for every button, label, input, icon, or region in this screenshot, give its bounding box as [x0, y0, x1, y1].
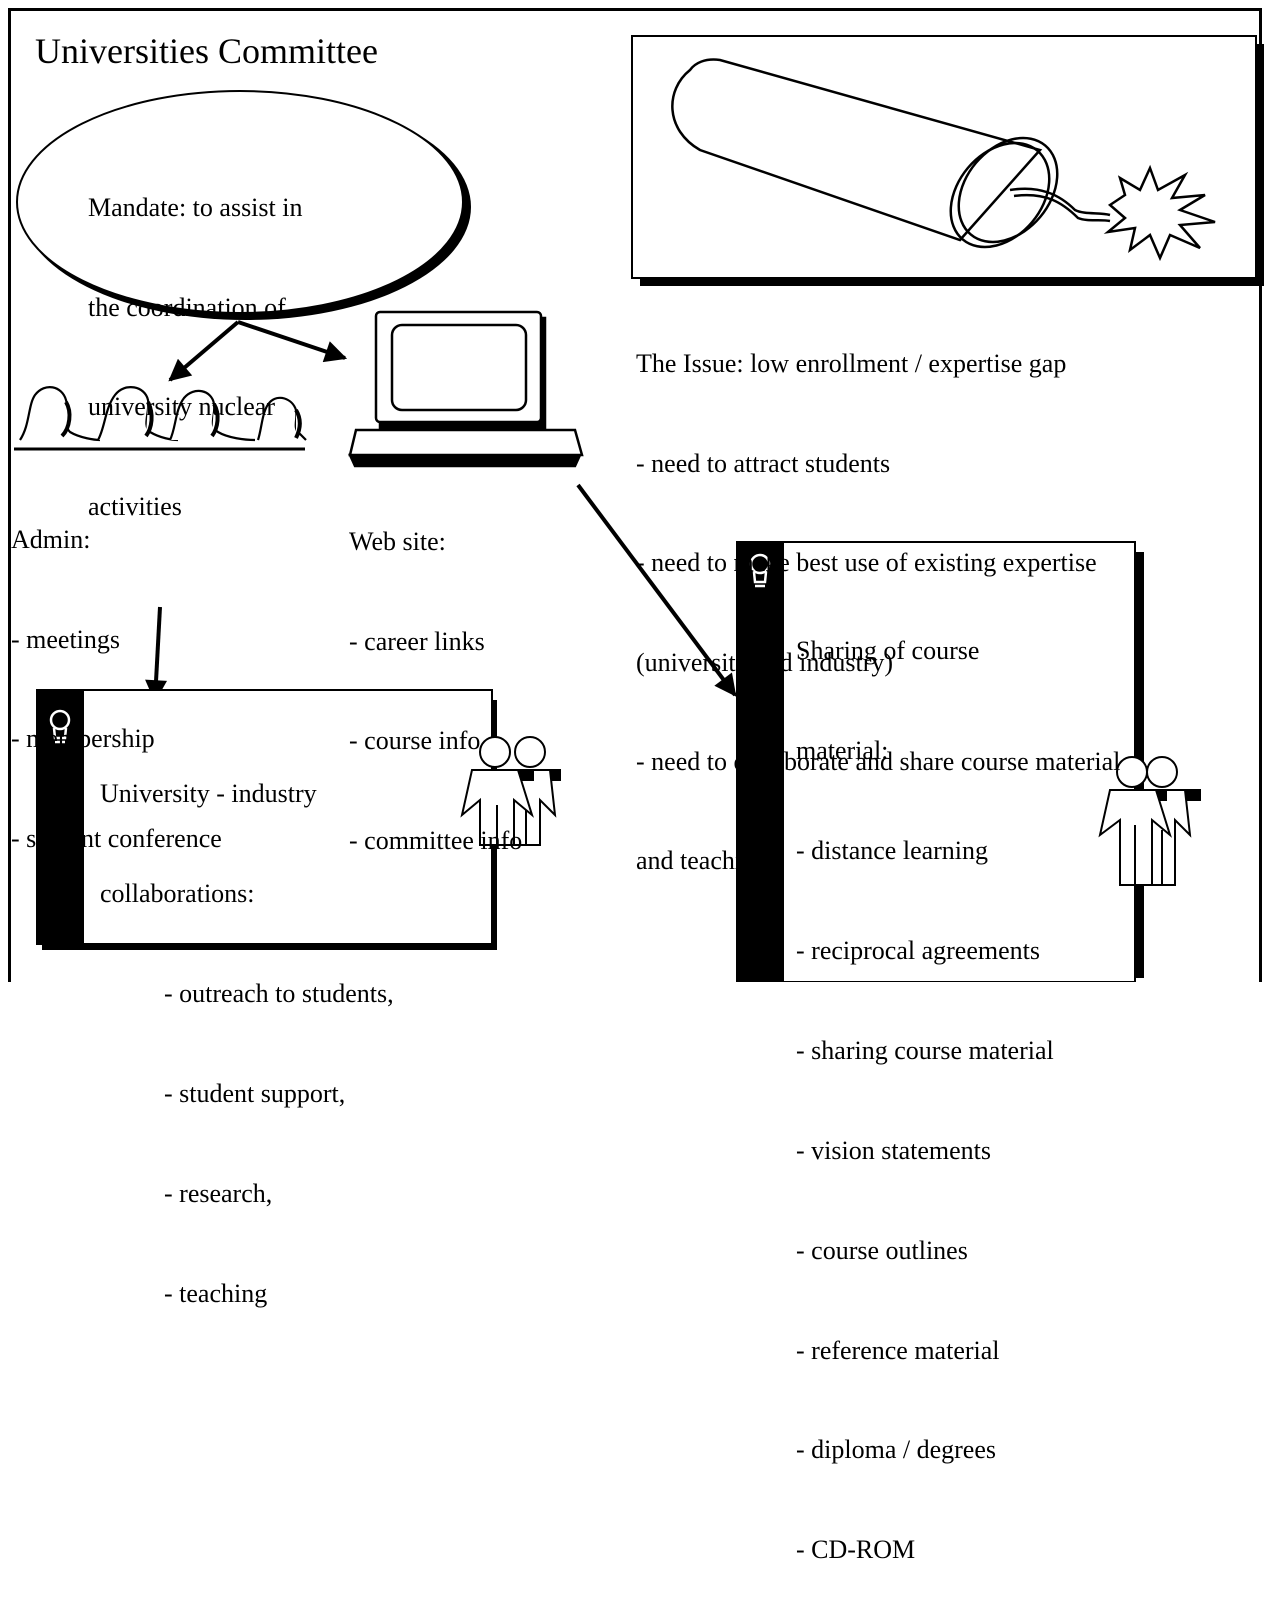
sharing-item: - vision statements	[796, 1135, 991, 1165]
website-line: - career links	[349, 626, 485, 656]
website-line: - committee info	[349, 825, 523, 855]
sharing-text: Sharing of course material: - distance l…	[796, 570, 1054, 1600]
website-line: Web site:	[349, 527, 446, 557]
mandate-ellipse	[16, 90, 471, 320]
lightbulb-icon	[749, 553, 771, 588]
issue-line: - need to attract students	[636, 448, 891, 478]
admin-line: - membership	[11, 724, 155, 754]
mandate-text: Mandate: to assist in the coordination o…	[88, 127, 302, 556]
laptop-icon	[348, 310, 584, 468]
issue-picture-box	[631, 35, 1264, 286]
two-people-icon	[460, 736, 561, 846]
collab-box	[36, 689, 497, 950]
admin-line: - student conference	[11, 823, 222, 853]
collab-item: - research,	[164, 1178, 273, 1208]
dynamite-icon	[671, 58, 1216, 262]
sharing-heading-line: Sharing of course	[796, 636, 980, 666]
collab-item: - outreach to students,	[164, 979, 394, 1009]
mandate-line: university nuclear	[88, 392, 275, 422]
issue-line: - need to make best use of existing expe…	[636, 548, 1097, 578]
collab-heading-line: University - industry	[100, 779, 317, 809]
sharing-item: - distance learning	[796, 836, 989, 866]
issue-line: - need to collaborate and share course m…	[636, 746, 1121, 776]
sharing-item: - CD-ROM	[796, 1535, 916, 1565]
admin-text: Admin: - meetings - membership - student…	[11, 459, 222, 888]
website-text: Web site: - career links - course info -…	[349, 461, 522, 890]
sharing-heading-line: material:	[796, 736, 889, 766]
admin-line: - meetings	[11, 624, 121, 654]
collab-text: University - industry collaborations: - …	[100, 713, 394, 1343]
collab-item: - teaching	[164, 1278, 268, 1308]
sharing-item: - reciprocal agreements	[796, 936, 1040, 965]
two-people-icon	[1098, 756, 1201, 886]
collab-heading-line: collaborations:	[100, 879, 255, 909]
sharing-item: - course outlines	[796, 1235, 968, 1265]
admin-line: Admin:	[11, 525, 91, 555]
issue-line: (university and industry)	[636, 647, 894, 677]
diagram-artwork	[14, 35, 1264, 982]
sharing-item: - reference material	[796, 1335, 1000, 1365]
people-group-icon	[14, 386, 307, 451]
connector-arrows	[145, 320, 737, 703]
collab-item: - student support,	[164, 1079, 346, 1108]
mandate-line: Mandate: to assist in	[88, 193, 303, 223]
diagram-frame	[8, 8, 1262, 982]
page-title: Universities Committee	[35, 31, 378, 71]
website-line: - course info	[349, 726, 481, 756]
issue-line: and teaching	[636, 846, 769, 876]
issue-line: The Issue: low enrollment / expertise ga…	[636, 349, 1067, 379]
issue-text: The Issue: low enrollment / expertise ga…	[636, 283, 1120, 910]
mandate-line: activities	[88, 491, 182, 521]
sharing-item: - diploma / degrees	[796, 1435, 996, 1465]
lightbulb-icon	[49, 709, 71, 744]
mandate-line: the coordination of	[88, 292, 286, 322]
sharing-item: - sharing course material	[796, 1035, 1054, 1065]
sharing-box	[736, 541, 1144, 982]
